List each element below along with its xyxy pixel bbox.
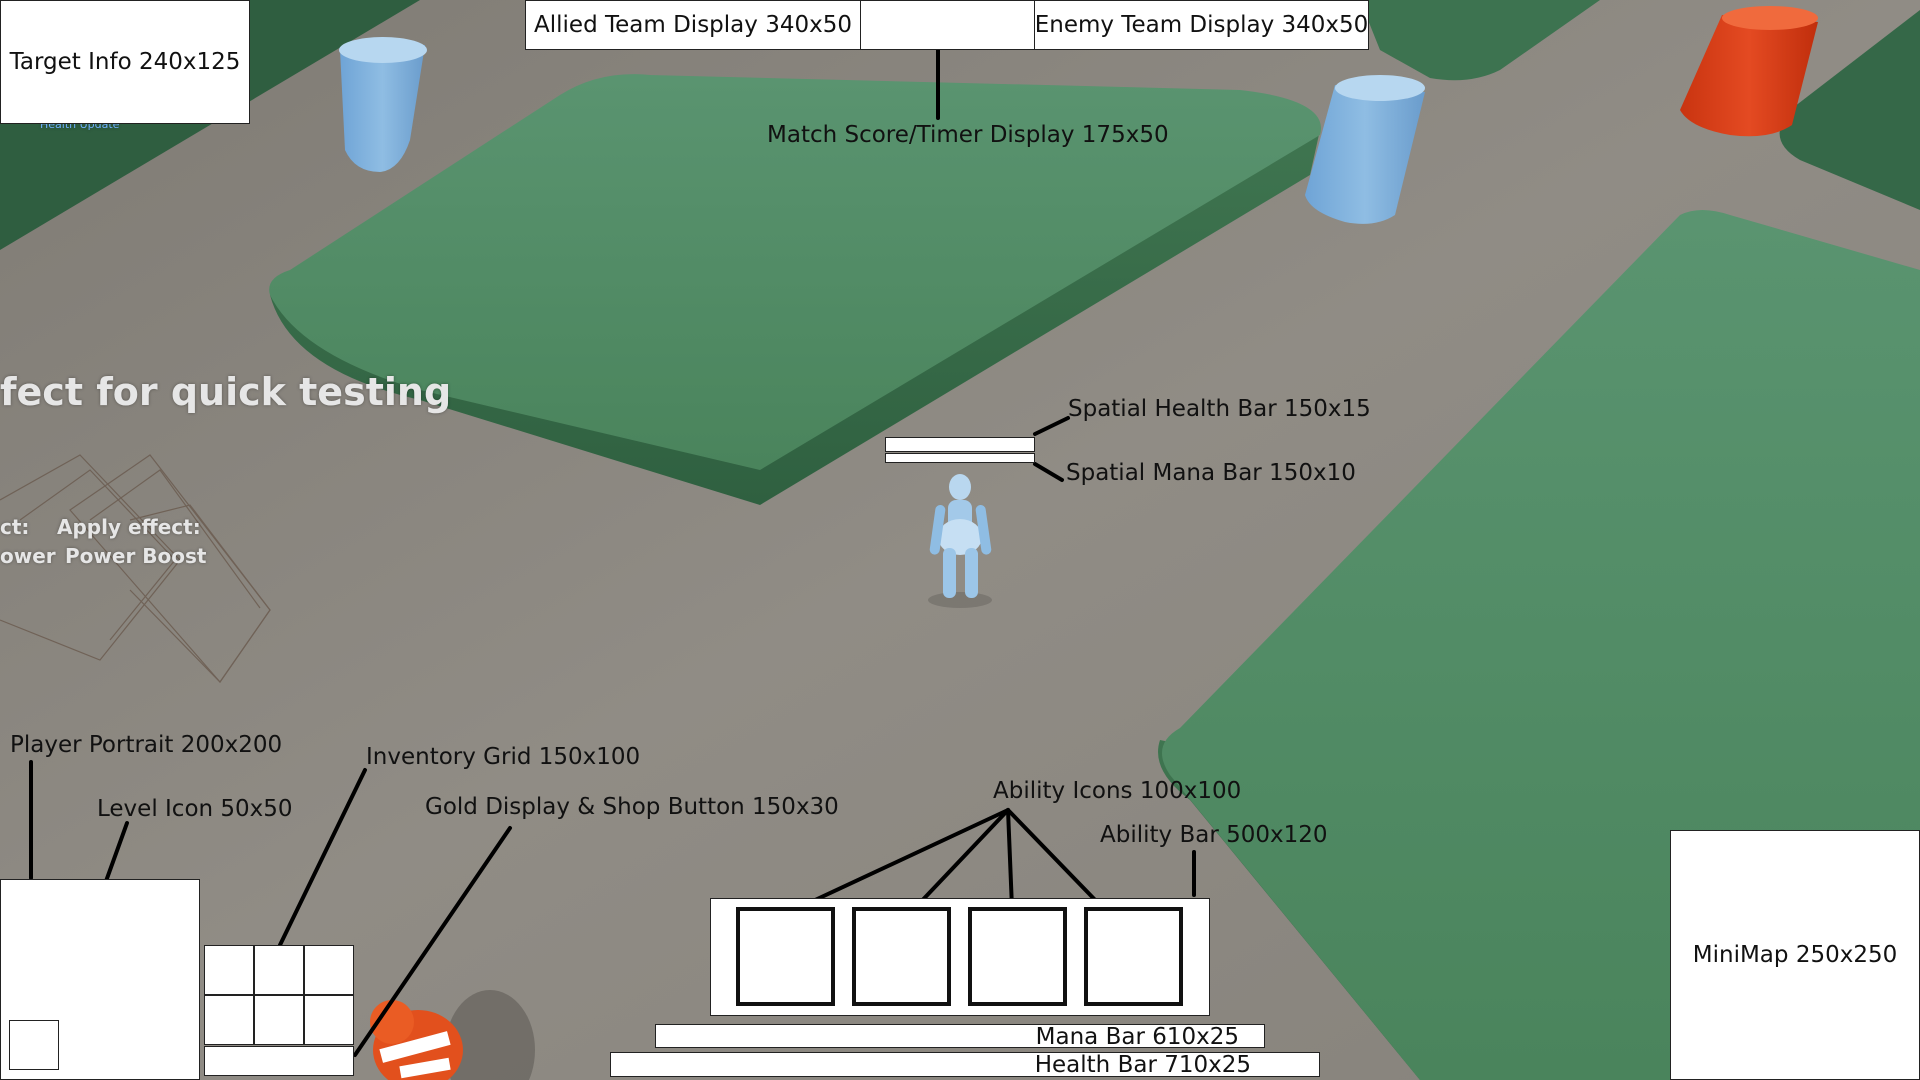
- level-icon: [9, 1020, 59, 1070]
- spatial-mana-bar-label: Spatial Mana Bar 150x10: [1066, 462, 1356, 485]
- level-icon-label: Level Icon 50x50: [97, 798, 293, 821]
- target-info-label: Target Info 240x125: [1, 1, 249, 123]
- inventory-grid: [204, 945, 354, 1045]
- inventory-slot[interactable]: [204, 995, 254, 1045]
- inventory-grid-label: Inventory Grid 150x100: [366, 746, 640, 769]
- player-portrait-label: Player Portrait 200x200: [10, 734, 282, 757]
- health-bar: Health Bar 710x25: [610, 1052, 1320, 1077]
- target-info-panel[interactable]: Target Info 240x125: [0, 0, 250, 124]
- gold-shop-label: Gold Display & Shop Button 150x30: [425, 796, 839, 819]
- effect-pad-2-line-2: Power Boost: [65, 544, 206, 568]
- inventory-slot[interactable]: [304, 995, 354, 1045]
- health-bar-label: Health Bar 710x25: [1035, 1053, 1251, 1078]
- match-score-timer-display: [860, 0, 1035, 50]
- effect-pad-2-line-1: Apply effect:: [57, 515, 201, 539]
- minimap-label: MiniMap 250x250: [1671, 831, 1919, 1079]
- ability-icon-2[interactable]: [852, 907, 951, 1006]
- match-score-label: Match Score/Timer Display 175x50: [767, 124, 1169, 147]
- ability-icon-3[interactable]: [968, 907, 1067, 1006]
- ability-icons-label: Ability Icons 100x100: [993, 780, 1241, 803]
- gold-display-shop-button[interactable]: [204, 1046, 354, 1076]
- spatial-health-bar-label: Spatial Health Bar 150x15: [1068, 398, 1371, 421]
- ability-bar-label: Ability Bar 500x120: [1100, 824, 1328, 847]
- mana-bar: Mana Bar 610x25: [655, 1024, 1265, 1048]
- ability-icon-1[interactable]: [736, 907, 835, 1006]
- effect-testing-text: fect for quick testing: [0, 370, 451, 414]
- inventory-slot[interactable]: [254, 945, 304, 995]
- spatial-health-bar: [885, 437, 1035, 452]
- allied-team-display: Allied Team Display 340x50: [525, 0, 861, 50]
- spatial-mana-bar: [885, 453, 1035, 463]
- effect-pad-1-line-2: ower: [0, 544, 56, 568]
- inventory-slot[interactable]: [304, 945, 354, 995]
- ability-icon-4[interactable]: [1084, 907, 1183, 1006]
- inventory-slot[interactable]: [204, 945, 254, 995]
- mana-bar-label: Mana Bar 610x25: [1036, 1025, 1239, 1049]
- enemy-team-label: Enemy Team Display 340x50: [1035, 1, 1368, 49]
- minimap[interactable]: MiniMap 250x250: [1670, 830, 1920, 1080]
- inventory-slot[interactable]: [254, 995, 304, 1045]
- allied-team-label: Allied Team Display 340x50: [526, 1, 860, 49]
- enemy-team-display: Enemy Team Display 340x50: [1034, 0, 1369, 50]
- effect-pad-1-line-1: ct:: [0, 515, 29, 539]
